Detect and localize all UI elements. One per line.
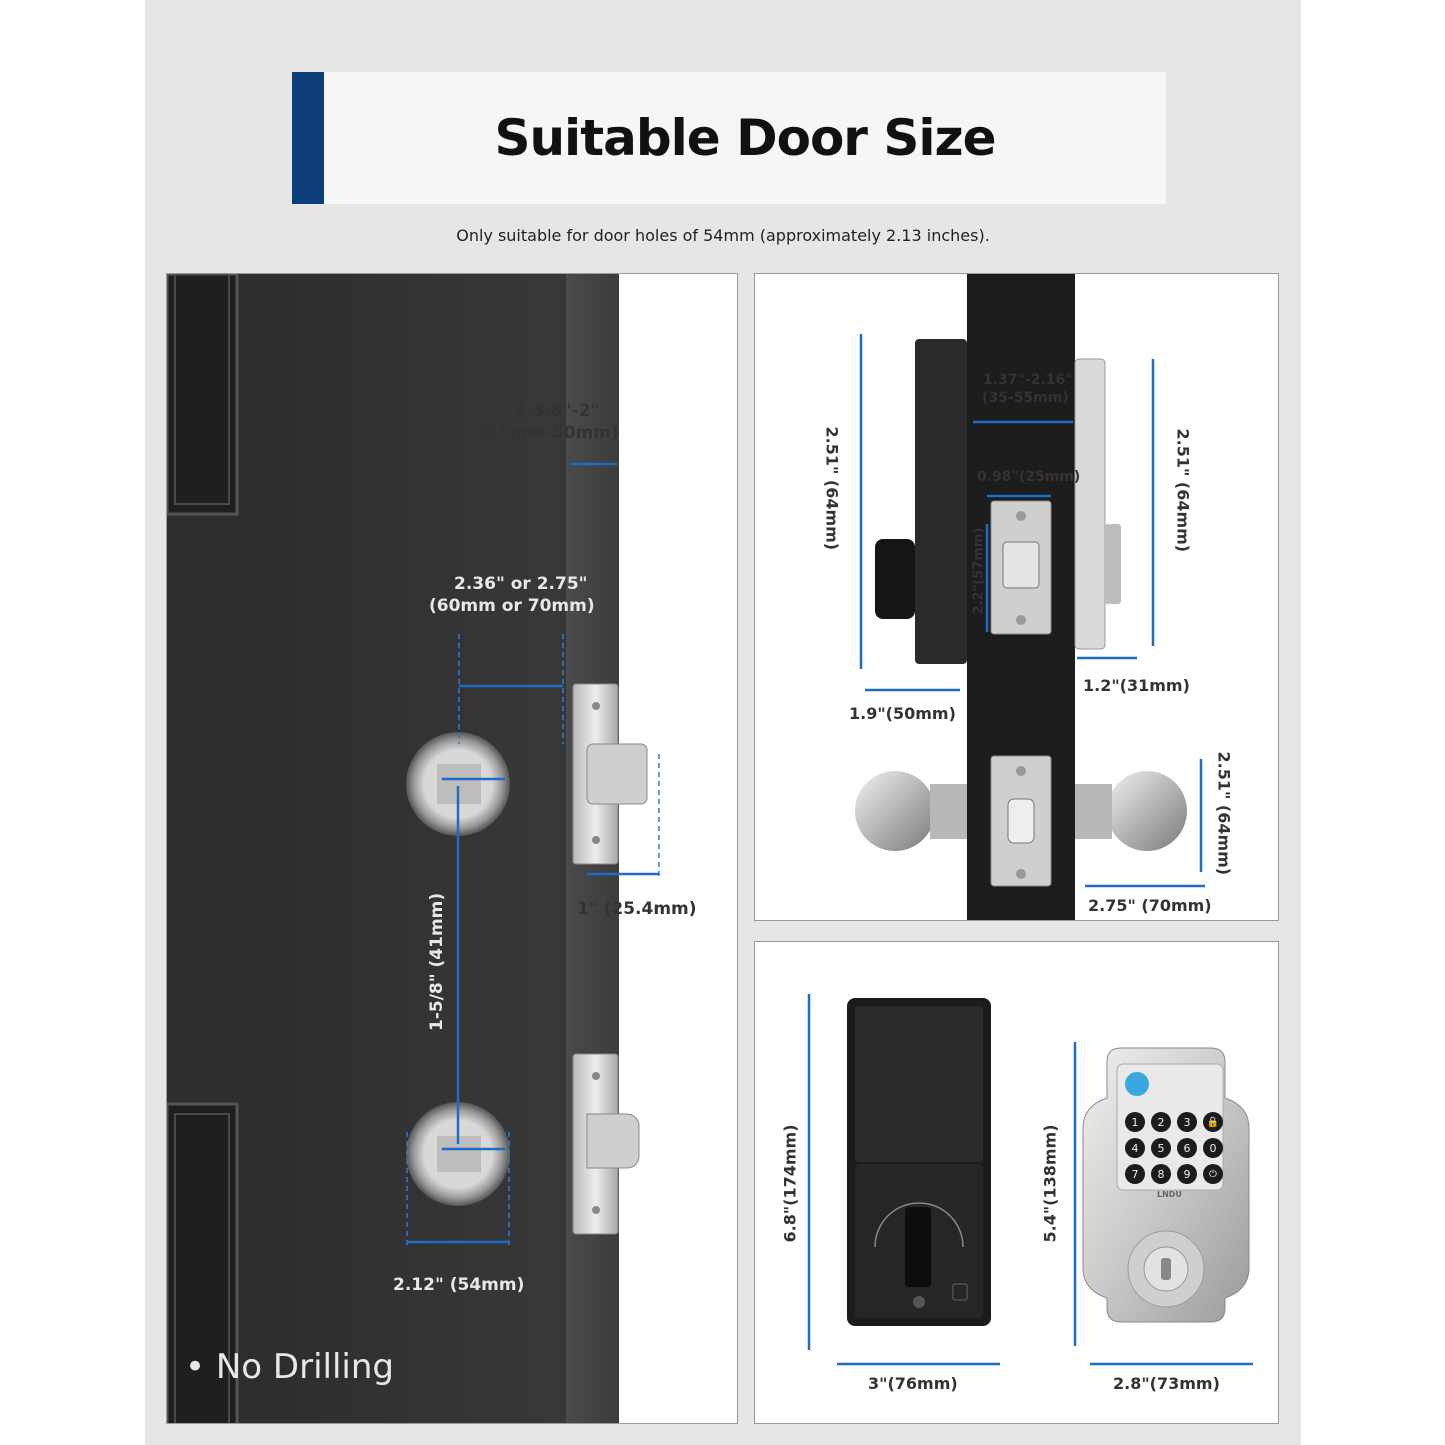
side-view-panel: 2.51" (64mm) 1.37"-2.16" (35-55mm) 2.51"… (754, 273, 1279, 921)
keypad-key: 9 (1177, 1164, 1197, 1184)
door-panel: 1-3/8"-2" (35mm-50mm) 2.36" or 2.75" (60… (166, 273, 738, 1424)
keypad-key: 🔒 (1203, 1112, 1223, 1132)
latch-width-label: 1" (25.4mm) (577, 899, 697, 919)
interior-unit (915, 339, 967, 664)
exterior-height-label: 5.4"(138mm) (1040, 1124, 1060, 1243)
knob-height-label: 2.51" (64mm) (1214, 751, 1234, 876)
page-title: Suitable Door Size (494, 109, 996, 167)
keypad-key: 6 (1177, 1138, 1197, 1158)
front-view-panel: 1 2 3 🔒 4 5 6 0 7 8 9 ⏻ LNDU 6.8"(174mm)… (754, 941, 1279, 1424)
keypad-key: ⏻ (1203, 1164, 1223, 1184)
backset-edge-mm-label: (35mm-50mm) (478, 423, 619, 443)
backset-label: 2.36" or 2.75" (454, 574, 588, 594)
knob-width-label: 2.75" (70mm) (1088, 896, 1212, 915)
side-view-illustration (855, 274, 1205, 920)
keypad-key: 2 (1151, 1112, 1171, 1132)
hole-spacing-label: 1-5/8" (41mm) (427, 892, 447, 1031)
interior-width-label: 3"(76mm) (868, 1374, 958, 1393)
interior-height-label: 6.8"(174mm) (780, 1124, 800, 1243)
keypad-key: 0 (1203, 1138, 1223, 1158)
left-height-label: 2.51" (64mm) (822, 426, 842, 551)
keypad-key: 5 (1151, 1138, 1171, 1158)
front-view-illustration (807, 994, 1253, 1366)
keypad-key: 4 (1125, 1138, 1145, 1158)
fingerprint-sensor (1125, 1072, 1149, 1096)
title-accent-bar (292, 72, 324, 204)
keypad-key: 8 (1151, 1164, 1171, 1184)
no-drilling-note: • No Drilling (185, 1347, 394, 1387)
outside-knob (1107, 771, 1187, 851)
thumb-turn (905, 1207, 931, 1287)
faceplate-height-label: 2.2"(57mm) (971, 527, 987, 615)
inside-knob (855, 771, 935, 851)
door-thickness-label: 1.37"-2.16" (983, 372, 1073, 388)
brand-label: LNDU (1157, 1190, 1182, 1199)
keypad-key: 3 (1177, 1112, 1197, 1132)
title-banner (292, 72, 1166, 204)
page-subtitle: Only suitable for door holes of 54mm (ap… (456, 226, 990, 245)
door-illustration (167, 274, 660, 1423)
right-height-label: 2.51" (64mm) (1173, 428, 1193, 553)
keypad-grid: 1 2 3 🔒 4 5 6 0 7 8 9 ⏻ (1125, 1112, 1223, 1184)
keypad-key: 7 (1125, 1164, 1145, 1184)
faceplate-width-label: 0.98"(25mm) (977, 469, 1081, 485)
hole-diameter-label: 2.12" (54mm) (393, 1275, 525, 1295)
exterior-unit (1074, 358, 1106, 650)
keypad-key: 1 (1125, 1112, 1145, 1132)
inside-depth-label: 1.9"(50mm) (849, 704, 956, 723)
backset-edge-label: 1-3/8"-2" (514, 401, 600, 421)
exterior-width-label: 2.8"(73mm) (1113, 1374, 1220, 1393)
outside-depth-label: 1.2"(31mm) (1083, 676, 1190, 695)
backset-mm-label: (60mm or 70mm) (429, 596, 595, 616)
door-thickness-mm-label: (35-55mm) (982, 390, 1069, 406)
